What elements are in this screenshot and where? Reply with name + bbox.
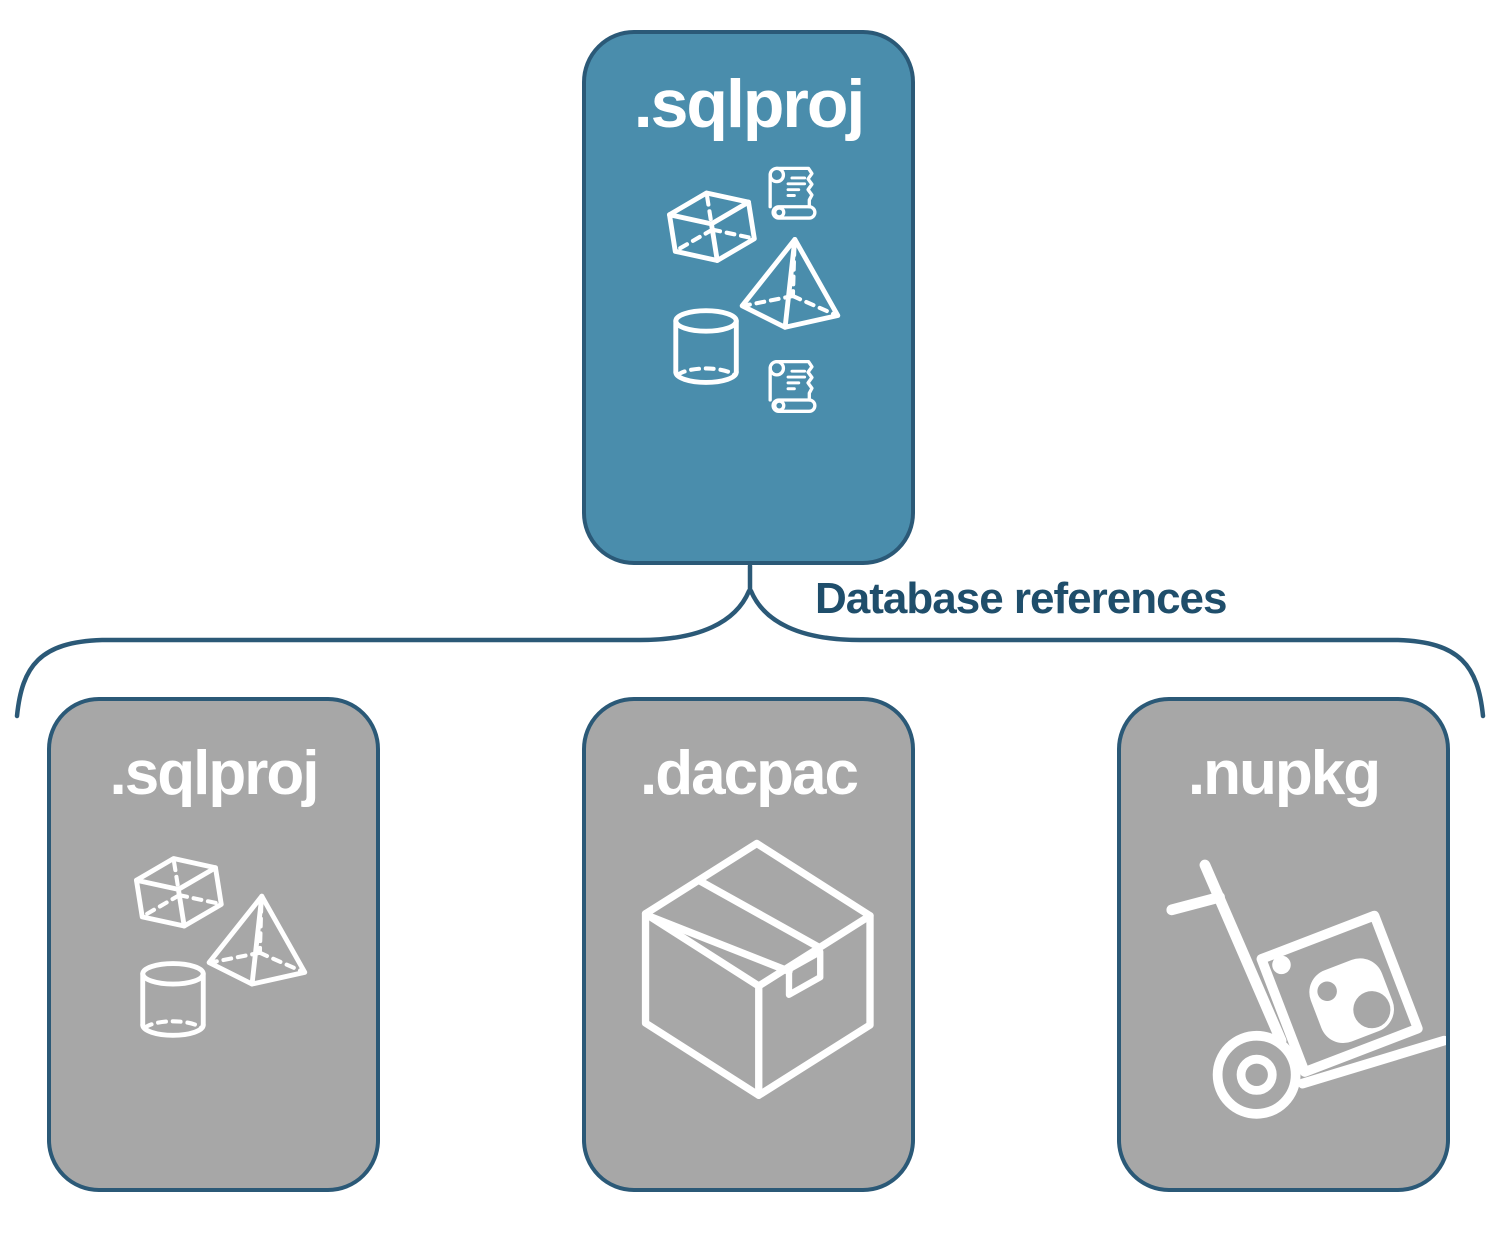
cylinder-icon <box>676 311 737 383</box>
package-box-icon <box>646 843 870 1095</box>
hand-truck-wheel <box>1212 1030 1301 1119</box>
child-box-dacpac: .dacpac <box>582 697 915 1192</box>
scroll-icon <box>768 166 817 220</box>
root-box-sqlproj: .sqlproj <box>582 30 915 565</box>
pyramid-icon <box>742 239 838 327</box>
pyramid-icon <box>209 896 305 984</box>
child-box-title: .dacpac <box>640 739 859 808</box>
scroll-icon <box>768 359 817 413</box>
root-box-icons <box>586 166 911 413</box>
cylinder-icon <box>143 964 204 1036</box>
connector-label: Database references <box>815 574 1227 623</box>
nuget-logo <box>1272 955 1395 1043</box>
cube-icon <box>667 187 757 267</box>
hand-truck-base-plate <box>1297 1035 1446 1089</box>
hand-truck-handle <box>1166 859 1287 1047</box>
hand-truck-nuget-icon <box>1166 859 1446 1119</box>
child-box-dacpac-icons <box>586 701 911 1188</box>
child-box-sqlproj: .sqlproj <box>47 697 380 1192</box>
child-box-title: .sqlproj <box>109 739 320 808</box>
cube-icon <box>134 852 224 932</box>
child-box-sqlproj-icons <box>51 701 376 1188</box>
child-box-nupkg: .nupkg <box>1117 697 1450 1192</box>
child-box-title: .nupkg <box>1187 739 1381 808</box>
root-box-title: .sqlproj <box>633 66 866 142</box>
hand-truck-wheel-hub <box>1236 1054 1277 1095</box>
nuget-package <box>1256 910 1423 1077</box>
